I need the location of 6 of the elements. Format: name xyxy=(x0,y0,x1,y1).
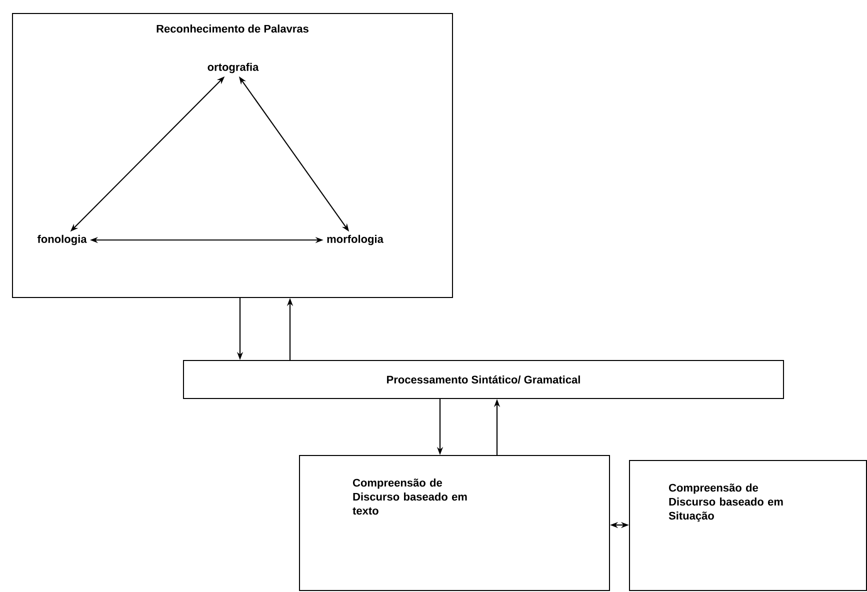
node-label: morfologia xyxy=(327,234,384,246)
node-label: ortografia xyxy=(208,62,259,74)
diagram-box: Compreensão de Discurso baseado em texto xyxy=(299,455,610,591)
process-bar: Processamento Sintático/ Gramatical xyxy=(183,360,784,399)
node-label: fonologia xyxy=(37,234,87,246)
diagram-box: Compreensão de Discurso baseado em Situação xyxy=(629,460,867,591)
